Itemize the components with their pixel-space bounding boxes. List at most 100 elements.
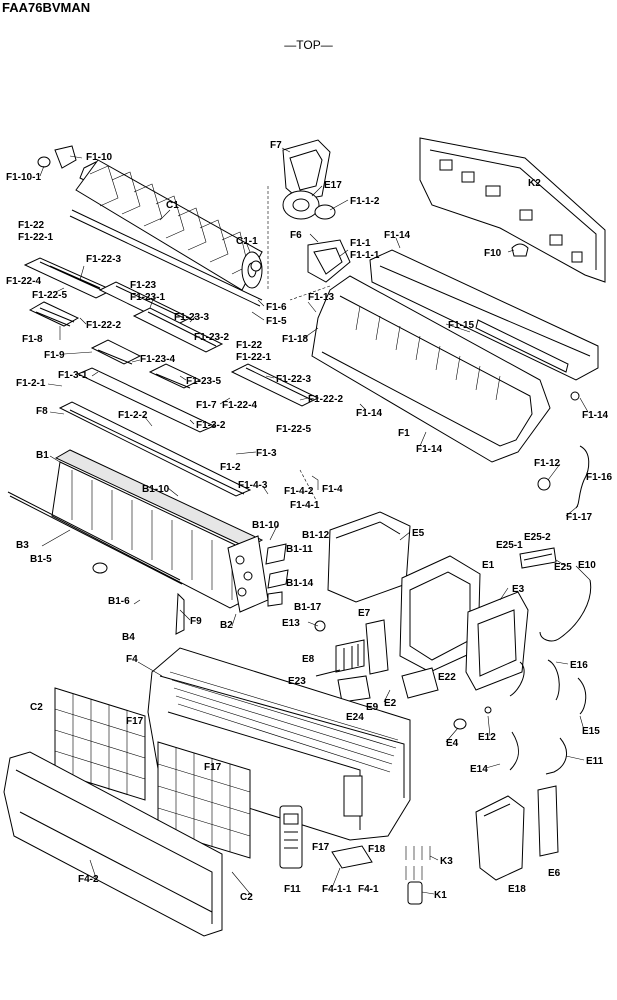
callout-label: F1-22-1 <box>236 352 271 363</box>
callout-label: E14 <box>470 764 488 775</box>
callout-label: F1 <box>398 428 410 439</box>
callout-label: F1-8 <box>22 334 43 345</box>
callout-label: F1-22-3 <box>276 374 311 385</box>
callout-label: B1-11 <box>286 544 313 555</box>
assembly-guides <box>267 186 331 501</box>
callout-label: F1-15 <box>448 320 475 331</box>
callout-label: F1-13 <box>308 292 335 303</box>
callout-label: E12 <box>478 732 496 743</box>
callout-label: F1-22-4 <box>222 400 257 411</box>
callout-label: F17 <box>312 842 330 853</box>
callout-label: E15 <box>582 726 600 737</box>
callout-label: F17 <box>204 762 222 773</box>
leader-lines <box>39 147 591 897</box>
callout-label: F8 <box>36 406 48 417</box>
front-frame-drawing <box>311 249 599 463</box>
callout-label: F1-10-1 <box>6 172 41 183</box>
callout-label: F1-23-2 <box>194 332 229 343</box>
callout-label: E17 <box>324 180 342 191</box>
callout-label: F1-6 <box>266 302 287 313</box>
back-plate-drawing <box>419 137 606 283</box>
callout-label: F1-23-3 <box>174 312 209 323</box>
callout-label: B1-10 <box>142 484 170 495</box>
callout-label: B1-10 <box>252 520 280 531</box>
heat-exchanger-drawing <box>7 449 289 635</box>
callout-label: B1-17 <box>294 602 322 613</box>
callout-label: F1-23-4 <box>140 354 175 365</box>
callout-label: F1-22-2 <box>86 320 121 331</box>
callout-label: F1-18 <box>282 334 309 345</box>
callout-label: C1-1 <box>236 236 258 247</box>
motor-bracket-drawing <box>282 139 351 283</box>
control-box-drawing <box>327 511 592 691</box>
callout-label: F1-3-2 <box>196 420 226 431</box>
callout-label: F1-4-2 <box>284 486 314 497</box>
callout-label: F1-3 <box>256 448 277 459</box>
callout-label: F4-1-1 <box>322 884 352 895</box>
callout-label: K2 <box>528 178 541 189</box>
crossflow-fan-drawing <box>37 145 263 307</box>
callout-label: F1-10 <box>86 152 113 163</box>
callout-label: B1 <box>36 450 49 461</box>
callout-label: F1-14 <box>416 444 443 455</box>
callout-label: E16 <box>570 660 588 671</box>
callout-label: F1-1 <box>350 238 371 249</box>
callout-label: F1-22-3 <box>86 254 121 265</box>
louver-parts-drawing <box>23 257 320 497</box>
model-code: FAA76BVMAN <box>2 0 91 15</box>
callout-label: C2 <box>240 892 253 903</box>
callout-label: B2 <box>220 620 233 631</box>
callout-label: F1-1-2 <box>350 196 380 207</box>
callout-label: F1-16 <box>586 472 613 483</box>
callout-label: F18 <box>368 844 386 855</box>
callout-label: E25-1 <box>496 540 523 551</box>
callout-label: F1-12 <box>534 458 561 469</box>
callout-label: B1-5 <box>30 554 52 565</box>
callout-label: E24 <box>346 712 364 723</box>
callout-label: K3 <box>440 856 453 867</box>
callout-label: E13 <box>282 618 300 629</box>
callout-label: F1-14 <box>384 230 411 241</box>
callout-label: F1-22 <box>18 220 45 231</box>
callout-label: F1-22 <box>236 340 263 351</box>
callout-label: F1-1-1 <box>350 250 380 261</box>
callout-label: F1-2-1 <box>16 378 46 389</box>
callout-label: F7 <box>270 140 282 151</box>
callout-label: E9 <box>366 702 379 713</box>
callout-label: F6 <box>290 230 302 241</box>
callout-label: F1-7 <box>196 400 217 411</box>
callout-label: F1-23 <box>130 280 157 291</box>
callout-label: E5 <box>412 528 425 539</box>
callout-label: F4-1 <box>358 884 379 895</box>
callout-label: F1-4-3 <box>238 480 268 491</box>
callout-label: F1-9 <box>44 350 65 361</box>
callout-label: E2 <box>384 698 397 709</box>
view-label: —TOP— <box>284 38 333 52</box>
air-filters-drawing <box>54 687 251 859</box>
callout-label: F9 <box>190 616 202 627</box>
callout-label: B1-14 <box>286 578 314 589</box>
callout-label: F1-4 <box>322 484 343 495</box>
callout-label: F1-14 <box>356 408 383 419</box>
callout-label: E10 <box>578 560 596 571</box>
callout-label: F1-17 <box>566 512 593 523</box>
callout-label: E18 <box>508 884 526 895</box>
callout-label: E3 <box>512 584 525 595</box>
callout-label: E23 <box>288 676 306 687</box>
callout-label: C2 <box>30 702 43 713</box>
callout-label: F1-22-4 <box>6 276 41 287</box>
callout-label: F11 <box>284 884 301 895</box>
callout-label: E8 <box>302 654 315 665</box>
callout-label: B3 <box>16 540 29 551</box>
callout-label: F1-22-1 <box>18 232 53 243</box>
callout-label: F1-22-5 <box>32 290 67 301</box>
callout-label: F1-14 <box>582 410 609 421</box>
drain-hose-drawing <box>537 445 590 509</box>
callout-label: F1-5 <box>266 316 287 327</box>
callout-label: F1-2 <box>220 462 241 473</box>
callout-label: B4 <box>122 632 135 643</box>
callout-label: E25 <box>554 562 572 573</box>
callout-label: E7 <box>358 608 371 619</box>
callout-label: C1 <box>166 200 179 211</box>
